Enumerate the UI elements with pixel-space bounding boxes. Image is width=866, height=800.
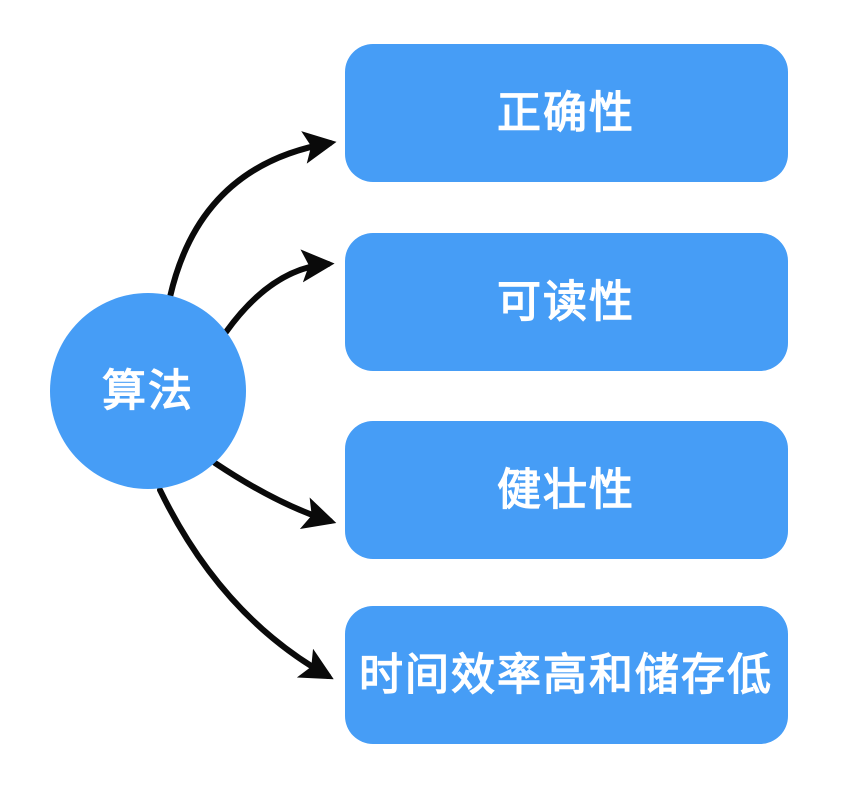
- algorithm-node-label: 算法: [102, 367, 194, 416]
- arrow-to-correctness: [167, 131, 337, 300]
- branch-box-readability: [345, 233, 788, 371]
- branch-box-correctness: [345, 44, 788, 182]
- branch-label-robustness: 健壮性: [497, 466, 635, 515]
- algorithm-node-circle: [50, 293, 246, 489]
- branch-box-robustness: [345, 421, 788, 559]
- branch-label-efficiency: 时间效率高和储存低: [359, 651, 773, 700]
- arrow-to-efficiency: [157, 487, 334, 680]
- branch-box-efficiency: [345, 606, 788, 744]
- branch-label-correctness: 正确性: [497, 89, 635, 138]
- arrow-to-robustness: [212, 460, 337, 530]
- arrow-to-readability: [223, 249, 335, 335]
- branch-label-readability: 可读性: [497, 278, 635, 327]
